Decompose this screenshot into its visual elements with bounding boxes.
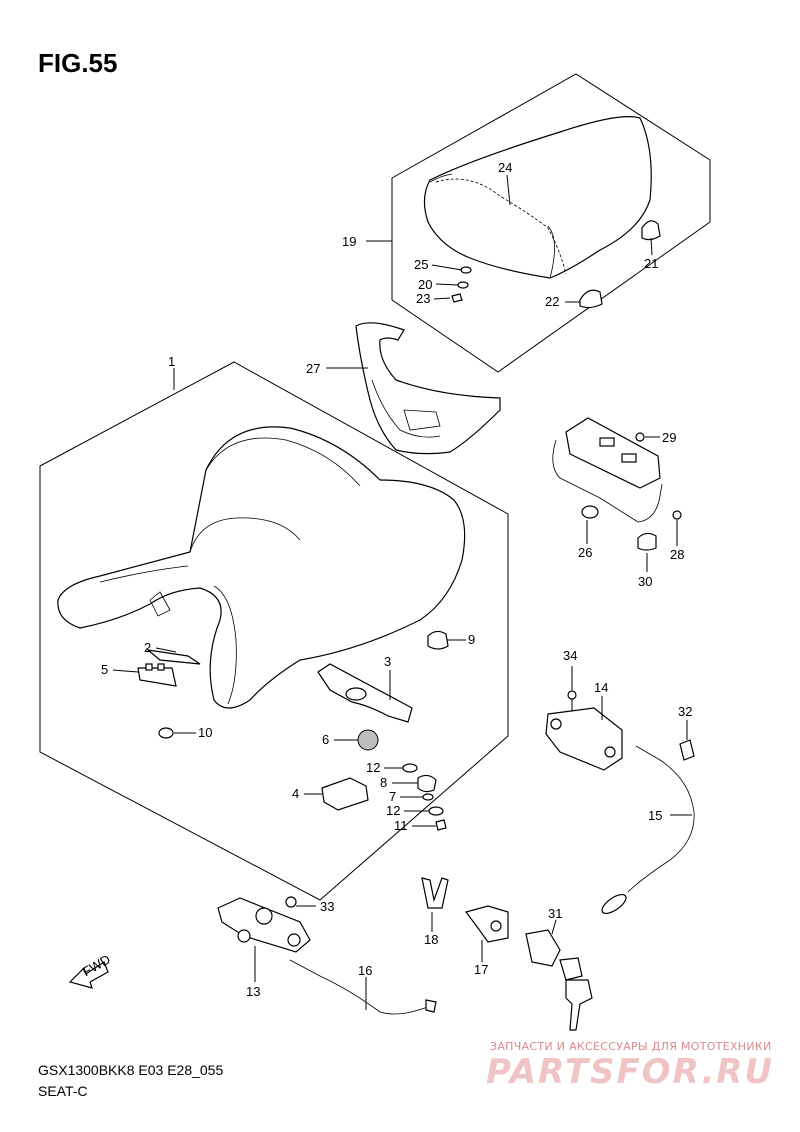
- callout-labels: 1 2 3 4 5 6 7 8 9 10 11 12 12 13 14 15 1…: [80, 160, 693, 999]
- rear-seat-group: [366, 73, 711, 373]
- plate-2: [145, 649, 201, 665]
- callout-20: 20: [418, 277, 432, 292]
- callout-29: 29: [662, 430, 676, 445]
- washer-12-lower: [428, 806, 444, 816]
- seat-bracket-26: [552, 417, 682, 572]
- callout-4: 4: [292, 786, 299, 801]
- callout-15: 15: [648, 808, 662, 823]
- callout-9: 9: [468, 632, 475, 647]
- callout-3: 3: [384, 654, 391, 669]
- watermark-tagline: ЗАПЧАСТИ И АКСЕССУАРЫ ДЛЯ МОТОТЕХНИКИ: [490, 1040, 772, 1053]
- bolt-28: [672, 510, 682, 520]
- callout-14: 14: [594, 680, 608, 695]
- bolt-29: [635, 432, 645, 442]
- callout-24: 24: [498, 160, 512, 175]
- callout-11: 11: [394, 818, 408, 833]
- cushion-21: [641, 220, 661, 241]
- block-4: [321, 777, 369, 811]
- nut-10: [158, 727, 174, 739]
- figure-title: FIG.55: [38, 48, 118, 78]
- callout-30: 30: [638, 574, 652, 589]
- rear-seat-cushion: [423, 116, 652, 279]
- cushion-30: [637, 532, 657, 551]
- clip-32: [679, 739, 695, 761]
- section-name: SEAT-C: [38, 1083, 88, 1099]
- callout-19: 19: [342, 234, 356, 249]
- screw-34: [567, 690, 577, 700]
- nut-23: [451, 293, 463, 303]
- callout-1: 1: [168, 354, 175, 369]
- callout-17: 17: [474, 962, 488, 977]
- damper-6: [357, 729, 379, 751]
- cushion-22: [579, 289, 603, 309]
- callout-21: 21: [644, 256, 658, 271]
- callout-12-upper: 12: [366, 760, 380, 775]
- callout-22: 22: [545, 294, 559, 309]
- seat-lock-14: [545, 666, 623, 771]
- clip-18: [421, 877, 449, 932]
- callout-28: 28: [670, 547, 684, 562]
- callout-33: 33: [320, 899, 334, 914]
- nut-11: [435, 819, 447, 831]
- callout-5: 5: [101, 662, 108, 677]
- washer-12-upper: [402, 763, 418, 773]
- callout-2: 2: [144, 640, 151, 655]
- callout-25: 25: [414, 257, 428, 272]
- callout-10: 10: [198, 725, 212, 740]
- forward-direction-arrow: [68, 961, 109, 989]
- callout-31: 31: [548, 906, 562, 921]
- seat-cable-15: [601, 720, 695, 915]
- callout-26: 26: [578, 545, 592, 560]
- callout-6: 6: [322, 732, 329, 747]
- model-code: GSX1300BKK8 E03 E28_055: [38, 1062, 224, 1078]
- callout-13: 13: [246, 984, 260, 999]
- washer-20: [457, 281, 469, 289]
- watermark-brand: PARTSFOR.RU: [486, 1052, 775, 1092]
- washer-25: [460, 266, 472, 274]
- callout-8: 8: [380, 775, 387, 790]
- cushion-8: [417, 774, 437, 793]
- bracket-17: [464, 905, 509, 962]
- seat-tail-cowl-27: [326, 322, 501, 455]
- main-seat-group: [39, 361, 509, 901]
- callout-18: 18: [424, 932, 438, 947]
- cushion-9: [427, 630, 449, 650]
- washer-7: [422, 793, 434, 801]
- callout-27: 27: [306, 361, 320, 376]
- bracket-5: [137, 667, 177, 687]
- callout-32: 32: [678, 704, 692, 719]
- callout-12-lower: 12: [386, 803, 400, 818]
- seat-cable-16: [289, 959, 437, 1015]
- callout-7: 7: [389, 789, 396, 804]
- seat: [57, 426, 466, 709]
- key-set-31: [525, 919, 593, 1031]
- callout-34: 34: [563, 648, 577, 663]
- seat-lock-13: [217, 896, 316, 982]
- bolt-33: [285, 896, 297, 908]
- callout-16: 16: [358, 963, 372, 978]
- callout-23: 23: [416, 291, 430, 306]
